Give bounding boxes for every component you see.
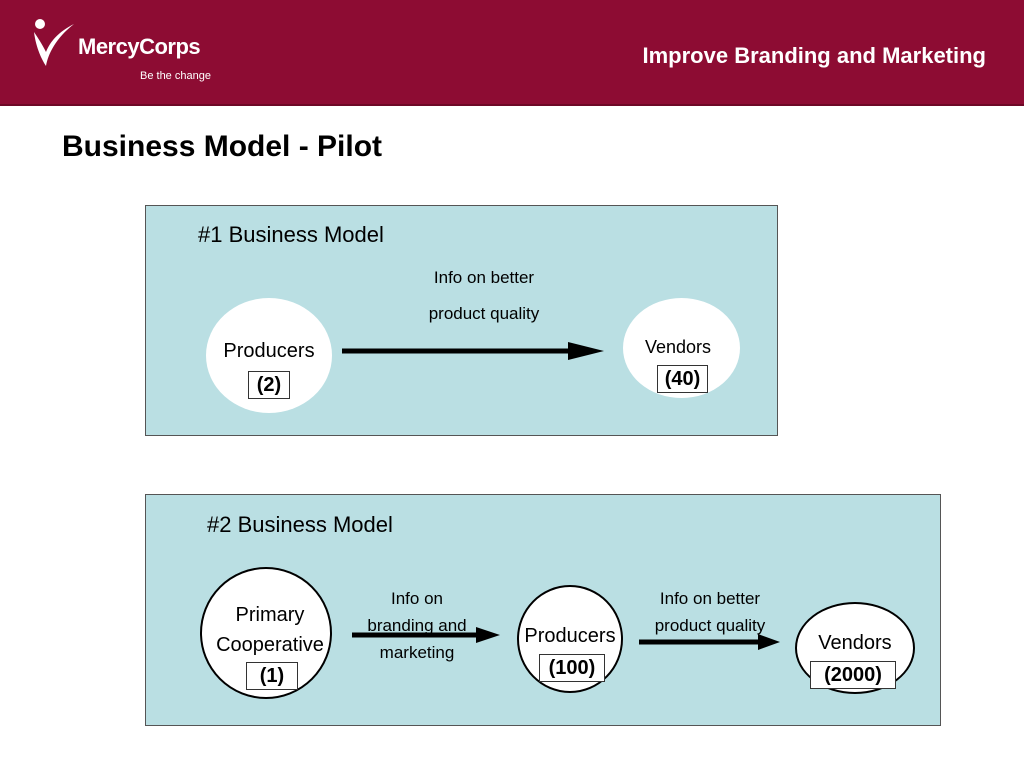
model1-vendors-count: (40) bbox=[657, 365, 708, 393]
model2-producers-count: (100) bbox=[539, 654, 605, 682]
header-title: Improve Branding and Marketing bbox=[642, 43, 987, 68]
mercycorps-logo: MercyCorps Be the change bbox=[30, 12, 230, 92]
model2-cooperative-count: (1) bbox=[246, 662, 298, 690]
model1-producers-count: (2) bbox=[248, 371, 290, 399]
model1-arrow bbox=[342, 342, 604, 360]
page-title: Business Model - Pilot bbox=[62, 130, 383, 163]
model2-vendors-count: (2000) bbox=[810, 661, 896, 689]
model2-edge1-label: Info on branding and marketing bbox=[347, 585, 487, 666]
model2-title: #2 Business Model bbox=[207, 512, 393, 537]
model2-edge1-label-line1: Info on bbox=[391, 589, 443, 608]
model1-title: #1 Business Model bbox=[198, 222, 384, 247]
model1-producers-label: Producers bbox=[223, 340, 315, 362]
logo-tagline: Be the change bbox=[140, 70, 211, 82]
logo-name: MercyCorps bbox=[78, 34, 201, 59]
model1-vendors-label: Vendors bbox=[644, 337, 712, 357]
model1-edge-label-line2: product quality bbox=[428, 304, 540, 323]
model2-edge2-label-line1: Info on better bbox=[659, 589, 761, 608]
model2-vendors-label: Vendors bbox=[818, 632, 892, 654]
model2-edge1-label-line3: marketing bbox=[379, 643, 455, 662]
model2-cooperative-label-line2: Cooperative bbox=[216, 634, 324, 656]
header-bar: MercyCorps Be the change Improve Brandin… bbox=[0, 0, 1024, 106]
model2-arrow1 bbox=[352, 627, 500, 643]
model2-arrow2 bbox=[639, 634, 780, 650]
model1-edge-label: Info on better product quality bbox=[404, 264, 564, 327]
model1-edge-label-line1: Info on better bbox=[433, 268, 535, 287]
model2-edge2-label-line2: product quality bbox=[654, 616, 766, 635]
model2-cooperative-label: Primary Cooperative bbox=[200, 600, 340, 660]
model2-edge2-label: Info on better product quality bbox=[634, 585, 786, 639]
figure-logo-icon bbox=[34, 19, 74, 66]
model2-edge1-label-line2: branding and bbox=[367, 616, 467, 635]
model2-cooperative-label-line1: Primary bbox=[235, 604, 305, 626]
model2-producers-label: Producers bbox=[524, 625, 616, 647]
